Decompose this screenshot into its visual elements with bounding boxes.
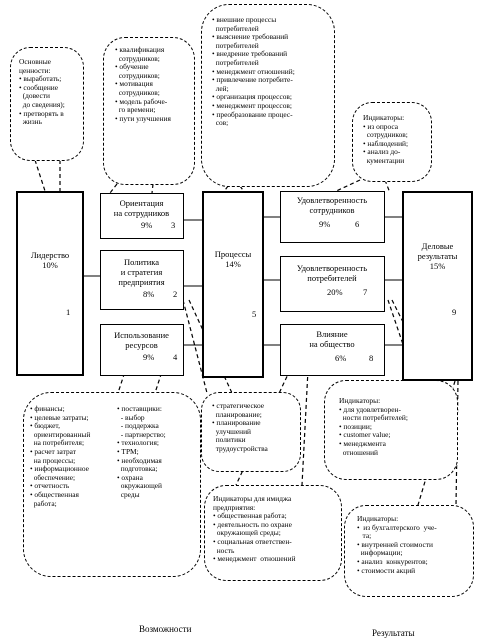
resources-number: 4 [173,352,178,362]
customer-satisfaction-label: Удовлетворенность потребителей [296,263,368,283]
box-leadership: Лидерство 10% 1 [16,191,84,376]
customer-satisfaction-percent: 20% [327,287,343,297]
callout-resources: • финансы; • целевые затраты; • бюджет, … [23,392,201,577]
box-customer-satisfaction: Удовлетворенность потребителей 20% 7 [280,256,385,312]
business-results-label: Деловые результаты 15% [417,241,458,271]
box-people-satisfaction: Удовлетворенность сотрудников 9% 6 [280,191,385,243]
box-policy-strategy: Политика и стратегия предприятия 8% 2 [100,250,184,310]
processes-number: 5 [252,309,257,319]
callout-resources-left-text: • финансы; • целевые затраты; • бюджет, … [30,404,91,508]
people-orientation-percent: 9% [141,220,153,230]
box-resources: Использование ресурсов 9% 4 [100,324,184,376]
society-impact-number: 8 [369,353,374,363]
society-impact-percent: 6% [335,353,347,363]
leadership-label: Лидерство 10% [30,250,70,270]
callout-resources-right-text: • поставщики: - выбор - поддержка - парт… [117,404,166,499]
business-results-number: 9 [452,307,457,317]
footer-enablers: Возможности [139,624,192,634]
people-orientation-number: 3 [171,220,176,230]
callout-processes: • внешние процессы потребителей • выясне… [201,4,335,187]
box-people-orientation: Ориентация на сотрудников 9% 3 [100,193,184,239]
footer-results: Результаты [372,628,415,638]
callout-indicators-accounting-text: Индикаторы: • из бухгалтерского уче- та;… [357,514,437,575]
people-satisfaction-label: Удовлетворенность сотрудников [296,195,368,215]
callout-indicators-image-text: Индикаторы для имиджа предприятия: • общ… [213,494,296,564]
callout-strategy-text: • стратегическое планирование; • планиро… [212,401,268,453]
callout-indicators-image: Индикаторы для имиджа предприятия: • общ… [204,485,342,581]
processes-label: Процессы 14% [214,249,252,269]
people-satisfaction-percent: 9% [319,219,331,229]
callout-people-development: • квалификация сотрудников; • обучение с… [103,37,195,185]
resources-percent: 9% [143,352,155,362]
box-society-impact: Влияние на общество 6% 8 [280,324,385,376]
box-processes: Процессы 14% 5 [202,191,264,378]
people-orientation-label: Ориентация на сотрудников [113,198,170,218]
policy-strategy-number: 2 [173,289,178,299]
callout-strategy: • стратегическое планирование; • планиро… [201,392,301,472]
policy-strategy-percent: 8% [143,289,155,299]
callout-core-values: Основные ценности: • выработать; • сообщ… [10,47,84,161]
customer-satisfaction-number: 7 [363,287,368,297]
callout-core-values-text: Основные ценности: • выработать; • сообщ… [19,57,65,127]
callout-people-development-text: • квалификация сотрудников; • обучение с… [115,45,171,123]
callout-indicators-customer-text: Индикаторы: • для удовлетворен- ности по… [339,396,408,457]
policy-strategy-label: Политика и стратегия предприятия [118,257,165,287]
callout-indicators-customer: Индикаторы: • для удовлетворен- ности по… [324,380,458,480]
box-business-results: Деловые результаты 15% 9 [402,191,473,381]
callout-indicators-employees: Индикаторы: • из опроса сотрудников; • н… [352,102,432,182]
callout-processes-text: • внешние процессы потребителей • выясне… [212,15,295,128]
callout-indicators-accounting: Индикаторы: • из бухгалтерского уче- та;… [344,505,474,597]
callout-indicators-employees-text: Индикаторы: • из опроса сотрудников; • н… [363,113,409,165]
society-impact-label: Влияние на общество [309,329,355,349]
leadership-number: 1 [66,307,71,317]
resources-label: Использование ресурсов [114,330,169,350]
people-satisfaction-number: 6 [355,219,360,229]
